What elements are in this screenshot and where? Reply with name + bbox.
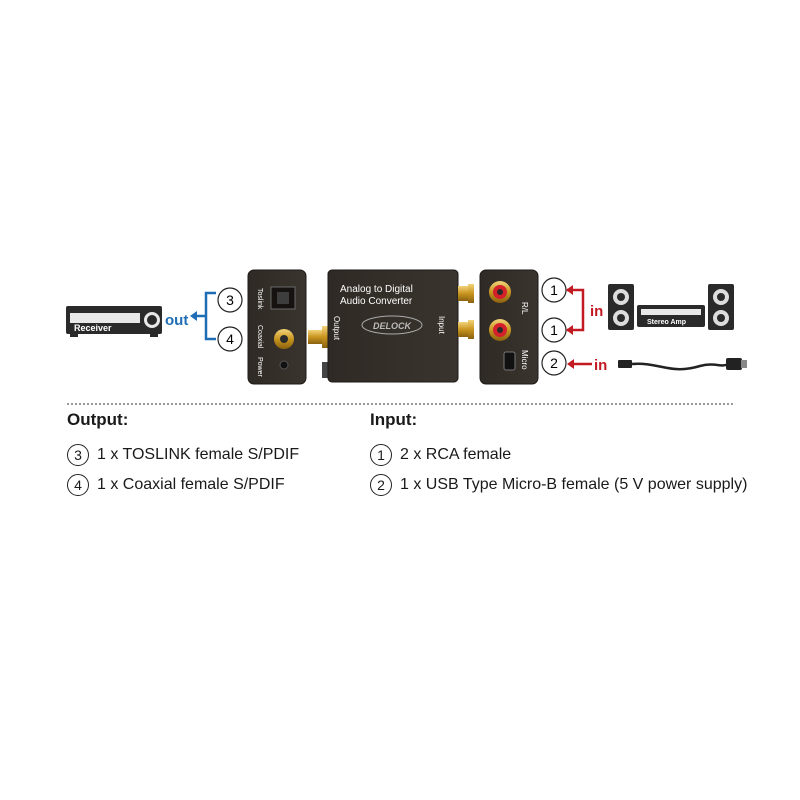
port-toslink-label: Toslink (256, 288, 263, 310)
svg-text:1: 1 (550, 282, 558, 298)
callout-3: 3 (217, 287, 243, 313)
legend-number: 3 (67, 444, 89, 466)
list-item: 4 1 x Coaxial female S/PDIF (67, 470, 299, 500)
port-power-label: Power (256, 357, 263, 378)
stereo-amp-label: Stereo Amp (647, 319, 686, 326)
input-legend: Input: 1 2 x RCA female 2 1 x USB Type M… (370, 410, 747, 500)
list-item: 3 1 x TOSLINK female S/PDIF (67, 440, 299, 470)
legend-text: 1 x USB Type Micro-B female (5 V power s… (400, 476, 748, 493)
output-legend: Output: 3 1 x TOSLINK female S/PDIF 4 1 … (67, 410, 299, 500)
callout-4: 4 (217, 326, 243, 352)
svg-text:4: 4 (226, 331, 234, 347)
list-item: 1 2 x RCA female (370, 440, 747, 470)
port-coaxial-label: Coaxial (256, 325, 263, 349)
output-title: Output: (67, 410, 129, 429)
receiver-label: Receiver (74, 323, 112, 333)
svg-text:1: 1 (550, 322, 558, 338)
converter-input-side: R/L Micro (479, 269, 539, 385)
list-item: 2 1 x USB Type Micro-B female (5 V power… (370, 470, 747, 500)
out-label: out (165, 312, 188, 329)
port-micro-label: Micro (520, 350, 529, 370)
port-rl-label: R/L (520, 302, 529, 315)
callout-1-top: 1 (541, 277, 567, 303)
svg-text:2: 2 (550, 355, 558, 371)
in-label-usb: in (594, 357, 607, 374)
input-title: Input: (370, 410, 418, 429)
port-input-label: Input (437, 316, 446, 335)
usb-cable (618, 358, 747, 371)
in-label-rca: in (590, 303, 603, 320)
legend-text: 1 x Coaxial female S/PDIF (97, 476, 285, 493)
port-output-label: Output (332, 316, 341, 341)
legend-number: 1 (370, 444, 392, 466)
divider (67, 403, 733, 405)
legend-number: 4 (67, 474, 89, 496)
receiver-device: Receiver (66, 306, 162, 337)
svg-text:3: 3 (226, 292, 234, 308)
connection-diagram: Receiver out 3 4 Toslink Coaxial Power (66, 269, 747, 385)
in-arrow-usb: in (567, 357, 607, 374)
converter-title-2: Audio Converter (340, 296, 413, 307)
callout-2: 2 (541, 350, 567, 376)
converter-top-view: Analog to Digital Audio Converter DELOCK… (308, 269, 474, 383)
legend-text: 2 x RCA female (400, 446, 512, 463)
converter-title-1: Analog to Digital (340, 284, 413, 295)
converter-output-side: Toslink Coaxial Power (247, 269, 307, 385)
legend-number: 2 (370, 474, 392, 496)
in-arrow-rca: in (566, 285, 603, 335)
out-arrow: out (165, 291, 216, 341)
stereo-amp-device: Stereo Amp (608, 284, 734, 330)
legend-text: 1 x TOSLINK female S/PDIF (97, 446, 300, 463)
callout-1-bottom: 1 (541, 317, 567, 343)
brand-logo: DELOCK (373, 321, 413, 331)
